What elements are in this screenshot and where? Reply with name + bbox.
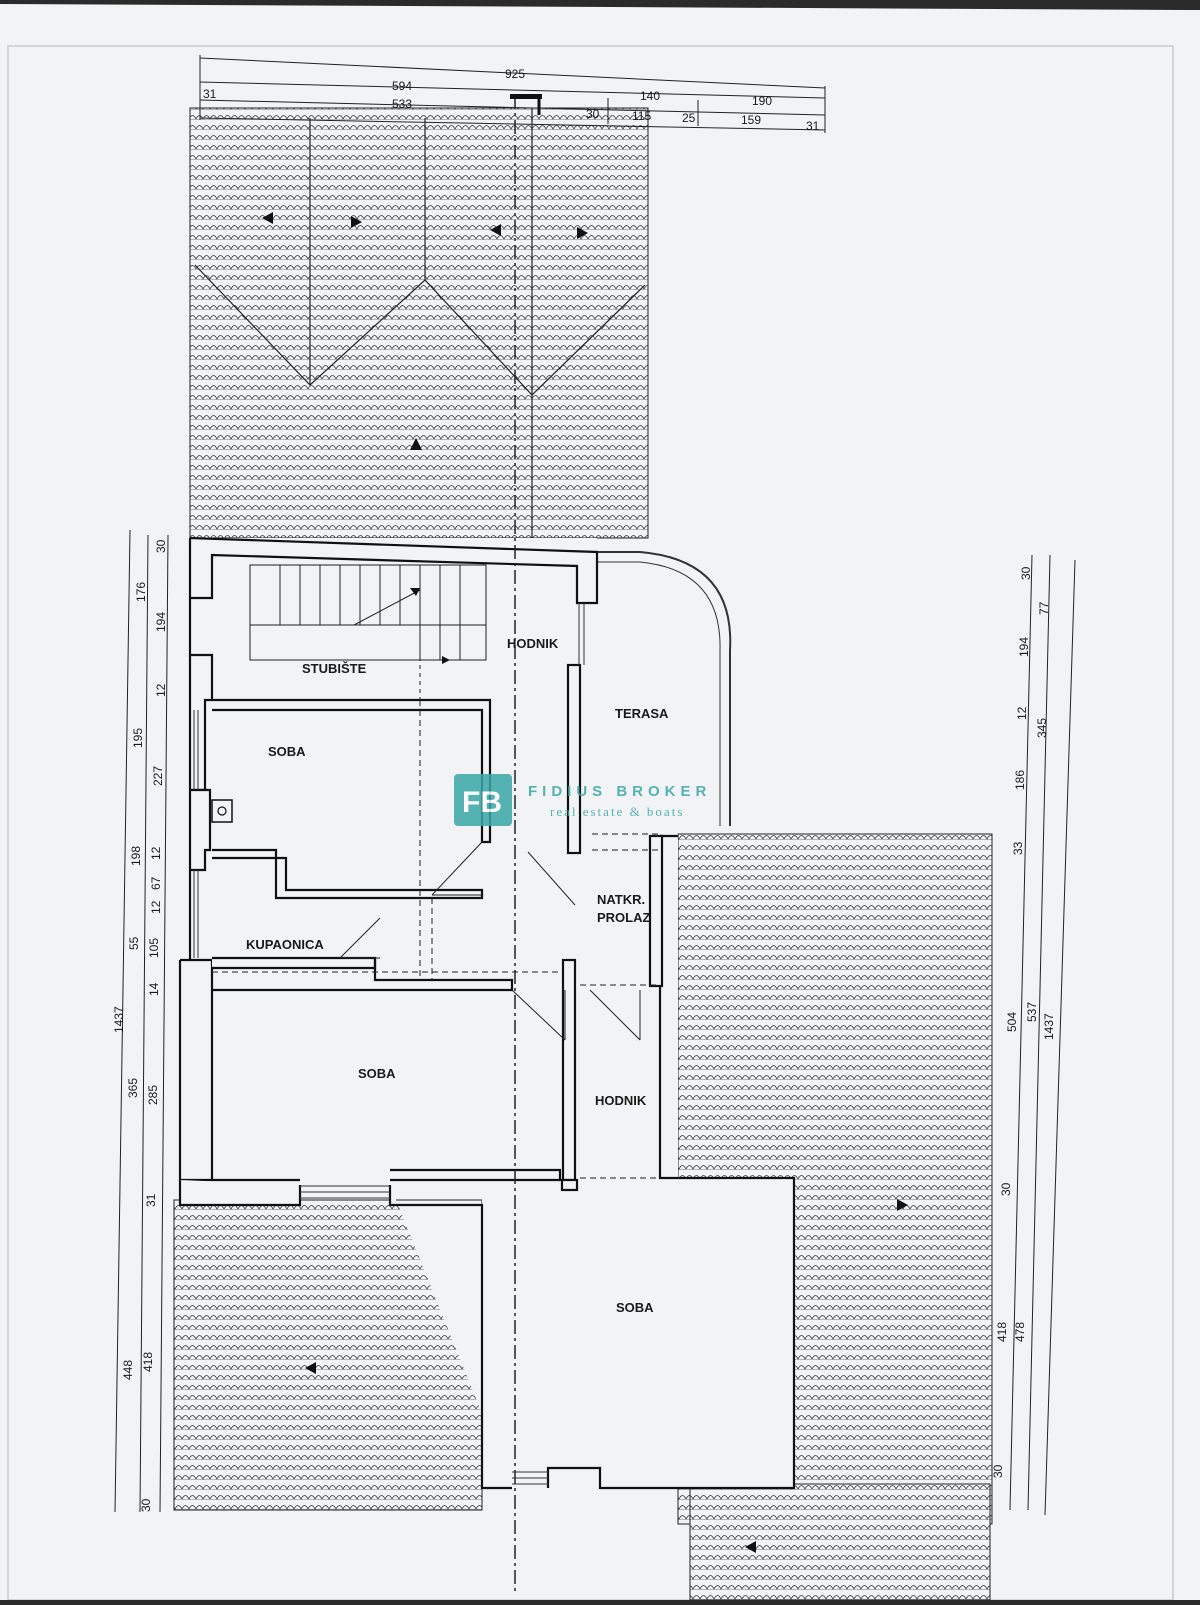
roof-ridge-lines bbox=[194, 108, 646, 538]
dim-left-448: 448 bbox=[121, 1360, 135, 1380]
dim-left-105: 105 bbox=[147, 938, 161, 958]
dim-top-31-right: 31 bbox=[806, 119, 820, 133]
watermark-name: FIDIUS BROKER bbox=[528, 783, 711, 800]
dim-left-total: 1437 bbox=[112, 1006, 126, 1033]
dim-left-12a: 12 bbox=[154, 683, 168, 697]
slope-arrow-1 bbox=[262, 212, 273, 224]
dim-right-478: 478 bbox=[1013, 1322, 1027, 1342]
slope-arrows bbox=[262, 212, 908, 1553]
slope-arrow-5 bbox=[410, 438, 422, 450]
right-dimension-lines bbox=[1009, 554, 1076, 1516]
label-terasa: TERASA bbox=[615, 706, 669, 721]
label-soba-2: SOBA bbox=[358, 1066, 396, 1081]
roof-top bbox=[189, 107, 649, 539]
roof-bottom-right bbox=[689, 1483, 991, 1601]
door-swings bbox=[339, 841, 641, 1041]
label-natkr-line2: PROLAZ bbox=[597, 910, 651, 925]
dim-left-12b: 12 bbox=[149, 846, 163, 860]
walls bbox=[178, 536, 796, 1490]
slope-arrow-3 bbox=[490, 224, 501, 236]
watermark-logo-text: FB bbox=[462, 786, 502, 819]
watermark-tagline: real estate & boats bbox=[550, 804, 684, 819]
dim-left-194: 194 bbox=[154, 612, 168, 632]
dim-right-504: 504 bbox=[1005, 1012, 1019, 1032]
stair-arrow-up bbox=[410, 588, 420, 596]
dim-right-30c: 30 bbox=[991, 1464, 1005, 1478]
dim-left-365: 365 bbox=[126, 1078, 140, 1098]
dim-top-total: 925 bbox=[505, 67, 525, 81]
staircase bbox=[249, 564, 487, 700]
dim-right-total: 1437 bbox=[1042, 1013, 1056, 1040]
watermark-logo-box bbox=[454, 774, 512, 826]
label-soba-1: SOBA bbox=[268, 744, 306, 759]
dim-left-198: 198 bbox=[129, 846, 143, 866]
label-soba-3: SOBA bbox=[616, 1300, 654, 1315]
photo-edge bbox=[0, 0, 1200, 10]
dim-right-186: 186 bbox=[1013, 770, 1027, 790]
dim-right-194: 194 bbox=[1017, 637, 1031, 657]
dim-left-55: 55 bbox=[127, 936, 141, 950]
dim-top-31-left: 31 bbox=[203, 87, 217, 101]
dim-top-115: 115 bbox=[632, 109, 651, 123]
dim-right-537: 537 bbox=[1025, 1002, 1039, 1022]
dim-left-195: 195 bbox=[131, 728, 145, 748]
dim-top-594: 594 bbox=[392, 79, 412, 93]
dim-left-67: 67 bbox=[149, 876, 163, 890]
left-dimension-lines bbox=[114, 529, 169, 1513]
dim-top-140: 140 bbox=[640, 89, 660, 103]
slope-arrow-4 bbox=[577, 227, 588, 239]
dim-top-533: 533 bbox=[392, 97, 412, 111]
dim-top-159: 159 bbox=[741, 113, 761, 127]
label-hodnik-bottom: HODNIK bbox=[595, 1093, 647, 1108]
dim-right-30: 30 bbox=[1019, 566, 1033, 580]
window-openings bbox=[193, 603, 585, 1485]
dim-left-30: 30 bbox=[154, 539, 168, 553]
dim-left-418: 418 bbox=[141, 1352, 155, 1372]
watermark: FB FIDIUS BROKER real estate & boats bbox=[454, 774, 711, 826]
dim-left-12c: 12 bbox=[149, 900, 163, 914]
dim-left-176: 176 bbox=[134, 582, 148, 602]
dim-top-190: 190 bbox=[752, 94, 772, 108]
section-marker bbox=[510, 94, 542, 99]
dashed-lines bbox=[212, 95, 660, 1595]
slope-arrow-2 bbox=[351, 216, 362, 228]
slope-arrow-6 bbox=[305, 1362, 316, 1374]
dim-right-33: 33 bbox=[1011, 841, 1025, 855]
dim-right-418: 418 bbox=[995, 1322, 1009, 1342]
slope-arrow-7 bbox=[897, 1199, 908, 1211]
dim-right-30b: 30 bbox=[999, 1182, 1013, 1196]
dim-left-14: 14 bbox=[147, 982, 161, 996]
dim-left-227: 227 bbox=[151, 766, 165, 786]
terrace-outline bbox=[597, 551, 732, 826]
dim-top-30: 30 bbox=[586, 107, 600, 121]
chimney bbox=[211, 799, 233, 823]
top-dimension-lines bbox=[199, 55, 826, 133]
label-kupaonica: KUPAONICA bbox=[246, 937, 324, 952]
label-natkr-line1: NATKR. bbox=[597, 892, 645, 907]
dim-left-31: 31 bbox=[144, 1193, 158, 1207]
label-hodnik-top: HODNIK bbox=[507, 636, 559, 651]
label-stubiste: STUBIŠTE bbox=[302, 661, 367, 676]
dim-top-25: 25 bbox=[682, 111, 696, 125]
dim-right-345: 345 bbox=[1035, 718, 1049, 738]
dim-right-77: 77 bbox=[1037, 601, 1051, 615]
slope-arrow-8 bbox=[745, 1541, 756, 1553]
stair-arrow-right bbox=[442, 656, 450, 664]
dim-right-12: 12 bbox=[1015, 706, 1029, 720]
dim-left-285: 285 bbox=[146, 1085, 160, 1105]
dim-left-30b: 30 bbox=[139, 1498, 153, 1512]
